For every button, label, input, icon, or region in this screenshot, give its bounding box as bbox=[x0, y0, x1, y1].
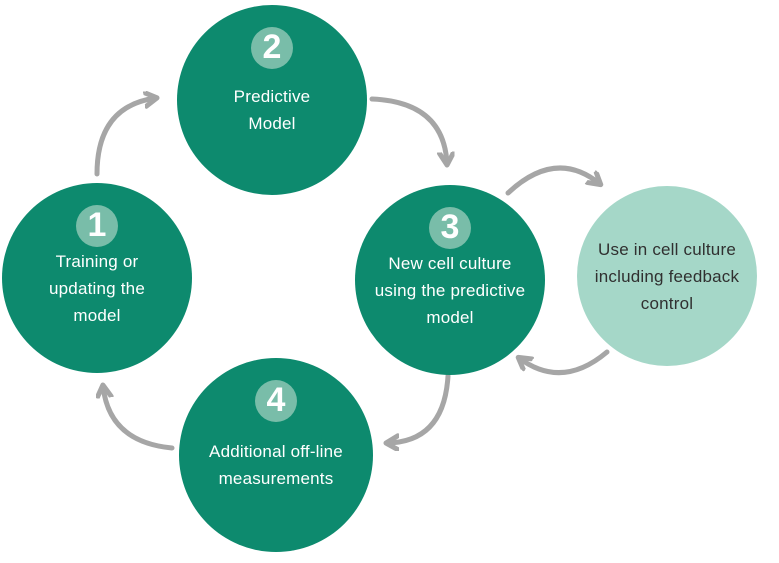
node-training-number-badge: 1 bbox=[76, 205, 118, 247]
node-training-label: Training or updating the model bbox=[49, 251, 145, 325]
node-new-cell-culture-number-badge: 3 bbox=[429, 207, 471, 249]
node-offline-measurements-number-badge: 4 bbox=[255, 380, 297, 422]
arrow-3-to-4 bbox=[387, 373, 451, 443]
node-predictive-model-number-badge: 2 bbox=[251, 27, 293, 69]
node-predictive-model-label: Predictive Model bbox=[233, 87, 311, 133]
node-predictive-model: 2 Predictive Model bbox=[177, 5, 367, 195]
node-new-cell-culture-label: New cell culture using the predictive mo… bbox=[374, 253, 526, 327]
arrow-feedback-to-3 bbox=[519, 349, 610, 376]
node-feedback-control-label: Use in cell culture including feedback c… bbox=[594, 239, 740, 313]
node-offline-measurements-label: Additional off-line measurements bbox=[209, 442, 343, 488]
arrow-3-to-feedback bbox=[505, 165, 600, 196]
arrow-2-to-3 bbox=[369, 96, 447, 164]
node-new-cell-culture: 3 New cell culture using the predictive … bbox=[355, 185, 545, 375]
arrow-4-to-1 bbox=[103, 386, 175, 451]
arrow-1-to-2 bbox=[94, 98, 156, 177]
node-training: 1 Training or updating the model bbox=[2, 183, 192, 373]
node-feedback-control: Use in cell culture including feedback c… bbox=[577, 186, 757, 366]
node-offline-measurements: 4 Additional off-line measurements bbox=[179, 358, 373, 552]
